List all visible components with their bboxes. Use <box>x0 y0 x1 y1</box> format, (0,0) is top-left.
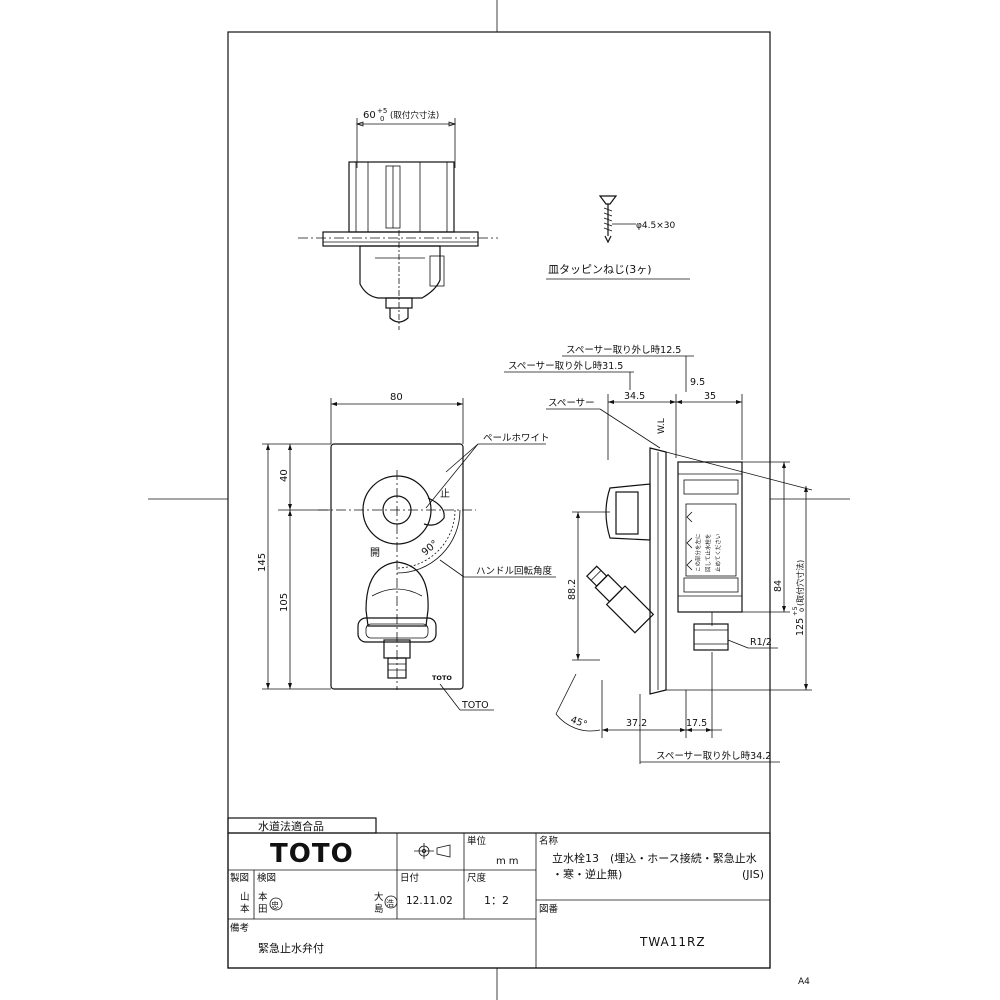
side-dim-37-2: 37.2 <box>626 718 647 729</box>
name-label: 名称 <box>539 835 559 847</box>
front-dim-105: 105 <box>279 593 290 612</box>
remarks-value: 緊急止水弁付 <box>258 941 324 955</box>
body-note-3: 止めてください <box>714 533 722 572</box>
checked-b-seal: 浩 <box>386 898 394 908</box>
screw-spec: φ4.5×30 <box>636 221 676 231</box>
open-mark: 開 <box>370 547 380 559</box>
name-jis: (JIS) <box>742 868 764 881</box>
mount-width-note: (取付穴寸法) <box>390 110 439 121</box>
side-view: スペーサー取り外し時12.5 スペーサー取り外し時31.5 9.5 34.5 3… <box>504 344 813 764</box>
side-dim-84: 84 <box>773 580 784 592</box>
side-dim-125-tol-plus: +5 <box>791 606 799 616</box>
side-dim-125-tol-zero: 0 <box>798 608 806 612</box>
drawing-no: TWA11RZ <box>639 935 706 949</box>
checked-a2: 田 <box>258 904 268 915</box>
mount-width-tol-plus: +5 <box>377 107 387 115</box>
checked-a-seal: 忠 <box>271 901 279 910</box>
side-dim-9-5: 9.5 <box>690 377 705 388</box>
side-dim-35: 35 <box>704 391 716 402</box>
side-dim-17-5: 17.5 <box>686 718 707 729</box>
spacer-remove-31-5: スペーサー取り外し時31.5 <box>508 360 623 372</box>
body-note-1: この部分を左に <box>694 533 702 572</box>
drawing-no-label: 図番 <box>539 903 559 915</box>
drawn-by-2: 本 <box>240 903 250 915</box>
plate-brand: TOTO <box>432 674 452 682</box>
front-view: 80 145 40 105 止 開 90° ペールホワイト ハンドル回転角度 <box>257 392 556 711</box>
side-dim-34-5: 34.5 <box>624 391 645 402</box>
checked-b2: 島 <box>374 903 384 915</box>
center-marks <box>148 0 850 1000</box>
angle-45: 45° <box>569 714 589 730</box>
scale-label: 尺度 <box>467 872 487 884</box>
paper-size: A4 <box>798 977 810 987</box>
date-label: 日付 <box>400 873 420 884</box>
screw-detail: φ4.5×30 皿タッピンねじ(3ヶ) <box>546 195 690 280</box>
side-mount-note: (取付穴寸法) <box>795 560 805 606</box>
screw-name: 皿タッピンねじ(3ヶ) <box>548 263 652 276</box>
checked-b1: 大 <box>374 891 384 903</box>
name-line1: 立水栓13 (埋込・ホース接続・緊急止水 <box>552 851 757 865</box>
spacer-remove-34-2: スペーサー取り外し時34.2 <box>656 750 771 762</box>
side-dim-88-2: 88.2 <box>567 579 578 600</box>
drawn-label: 製図 <box>230 872 249 884</box>
checked-a1: 本 <box>258 891 268 903</box>
front-dim-40: 40 <box>279 469 290 482</box>
remarks-label: 備考 <box>230 922 249 934</box>
name-line2: ・寒・逆止無) <box>552 867 622 881</box>
checked-label: 検図 <box>257 872 276 884</box>
front-width-dim: 80 <box>390 392 403 403</box>
angle-90: 90° <box>420 538 441 558</box>
drawn-by-1: 山 <box>240 892 250 903</box>
top-view: 60 +5 0 (取付穴寸法) <box>298 107 498 330</box>
front-dim-145: 145 <box>257 553 268 572</box>
date-value: 12.11.02 <box>406 895 453 907</box>
handle-angle-label: ハンドル回転角度 <box>476 565 553 577</box>
spacer-label: スペーサー <box>548 398 595 409</box>
r-half-label: R1/2 <box>750 637 772 648</box>
wl-label: W.L <box>657 418 667 434</box>
unit-value: mm <box>496 856 521 867</box>
toto-leader-label: TOTO <box>461 700 489 711</box>
side-dim-125: 125 <box>795 618 806 636</box>
mount-width-dim: 60 <box>363 110 376 121</box>
unit-label: 単位 <box>467 835 487 847</box>
title-block: 水道法適合品 TOTO 単位 mm 名称 立水栓13 (埋込・ホース接続・緊急止… <box>227 817 810 987</box>
projection-symbol <box>414 843 451 859</box>
body-note-2: 回して止水栓を <box>704 534 712 572</box>
toto-logo: TOTO <box>270 839 354 869</box>
pale-white-label: ペールホワイト <box>483 433 550 444</box>
spacer-remove-12-5: スペーサー取り外し時12.5 <box>566 344 681 356</box>
scale-value: 1：2 <box>484 894 509 907</box>
mount-width-tol-zero: 0 <box>380 115 384 123</box>
stop-mark: 止 <box>440 488 450 500</box>
compliance-label: 水道法適合品 <box>258 819 324 833</box>
